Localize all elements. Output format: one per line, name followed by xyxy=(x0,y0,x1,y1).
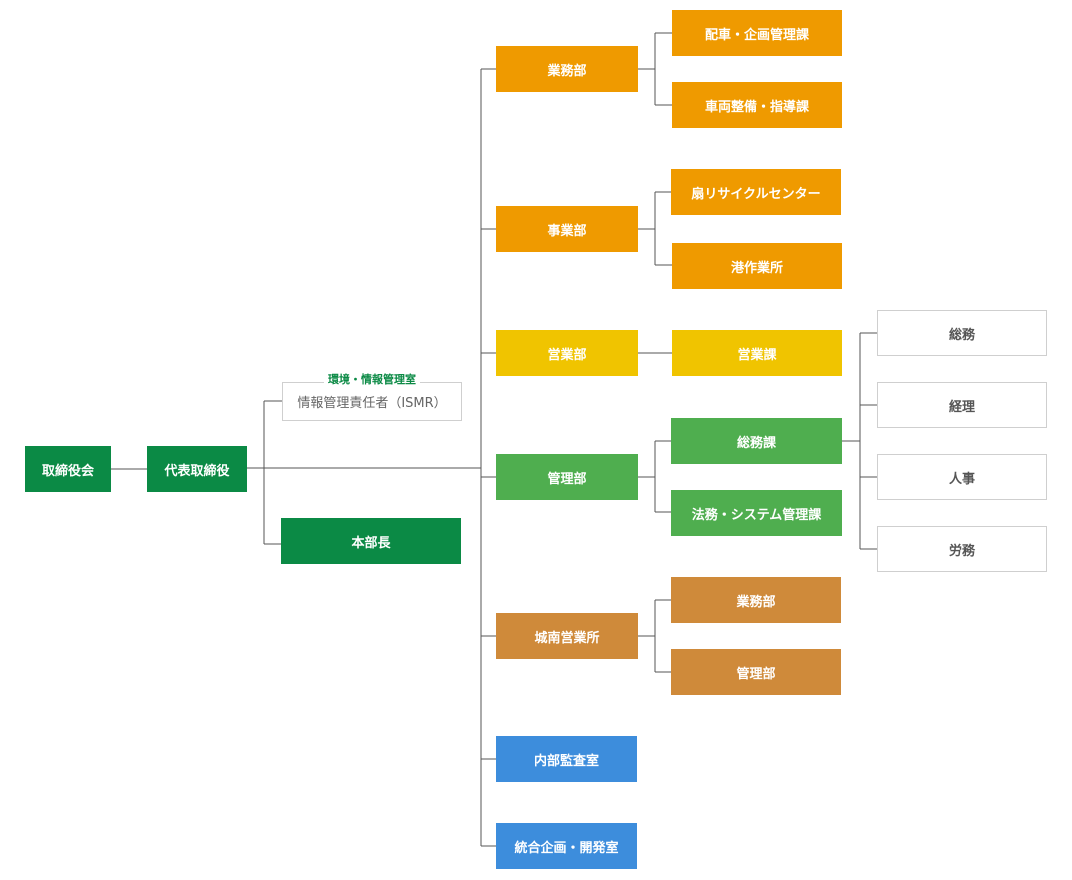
president-box: 代表取締役 xyxy=(147,446,247,492)
section-sales: 営業課 xyxy=(672,330,842,376)
general-manager-box: 本部長 xyxy=(281,518,461,564)
section-dispatch-planning: 配車・企画管理課 xyxy=(672,10,842,56)
section-port-worksite: 港作業所 xyxy=(672,243,842,289)
dept-sales: 営業部 xyxy=(496,330,638,376)
unit-labor: 労務 xyxy=(877,526,1047,572)
unit-general-affairs: 総務 xyxy=(877,310,1047,356)
ismr-caption: 環境・情報管理室 xyxy=(282,372,462,388)
board-box: 取締役会 xyxy=(25,446,111,492)
ismr-label: 情報管理責任者（ISMR） xyxy=(297,396,447,411)
unit-human-resources: 人事 xyxy=(877,454,1047,500)
dept-operations: 業務部 xyxy=(496,46,638,92)
dept-jonan-office: 城南営業所 xyxy=(496,613,638,659)
section-jonan-operations: 業務部 xyxy=(671,577,841,623)
section-legal-systems: 法務・システム管理課 xyxy=(671,490,842,536)
section-jonan-administration: 管理部 xyxy=(671,649,841,695)
section-vehicle-maintenance: 車両整備・指導課 xyxy=(672,82,842,128)
dept-administration: 管理部 xyxy=(496,454,638,500)
dept-business: 事業部 xyxy=(496,206,638,252)
section-recycle-center: 扇リサイクルセンター xyxy=(671,169,841,215)
ismr-box: 情報管理責任者（ISMR） xyxy=(282,382,462,421)
unit-accounting: 経理 xyxy=(877,382,1047,428)
dept-internal-audit: 内部監査室 xyxy=(496,736,637,782)
section-general-affairs: 総務課 xyxy=(671,418,842,464)
dept-integrated-planning: 統合企画・開発室 xyxy=(496,823,637,869)
